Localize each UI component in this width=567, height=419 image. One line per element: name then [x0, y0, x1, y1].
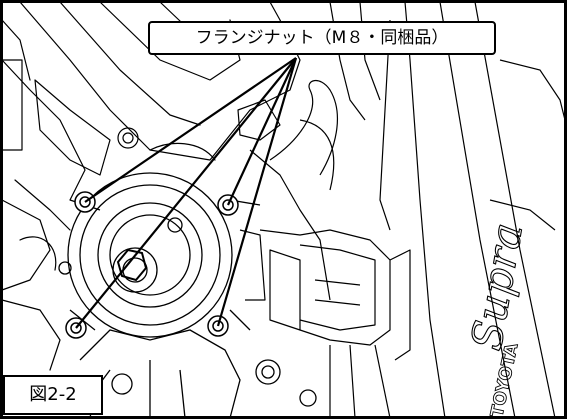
leader-lines	[75, 57, 298, 329]
figure-label: 図2-2	[3, 375, 103, 415]
callout-label: フランジナット（M８・同梱品）	[148, 21, 496, 55]
